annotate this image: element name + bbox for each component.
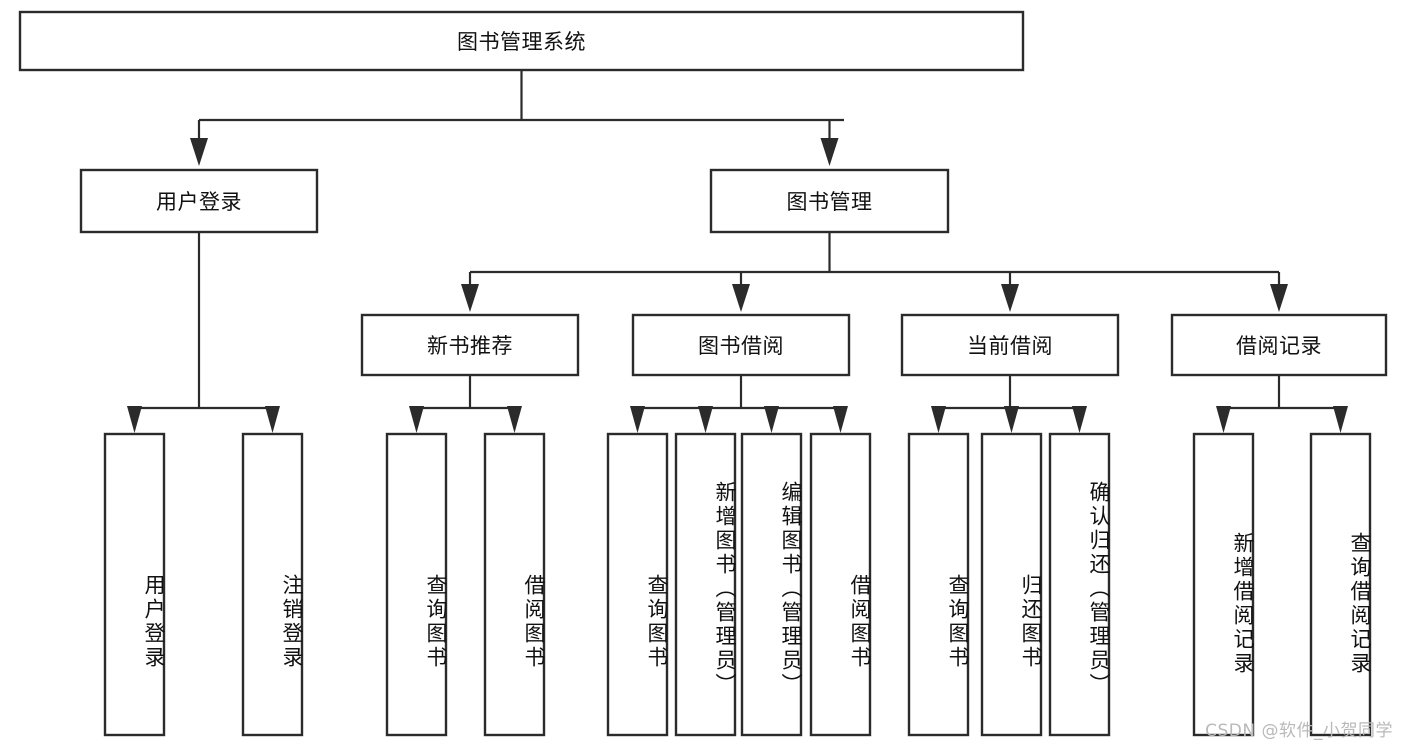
node-box-leaf-add-book[interactable] (674, 432, 737, 737)
arrowhead-book-borrow (732, 284, 750, 312)
arrowhead-leaf-query-record (1333, 406, 1348, 433)
arrowhead-new-book-recommend (461, 284, 479, 312)
node-box-leaf-query-book-cur[interactable] (907, 432, 970, 737)
arrowhead-leaf-edit-book (764, 406, 779, 433)
node-box-new-book-recommend[interactable] (360, 313, 580, 377)
arrowhead-leaf-borrow-book (833, 406, 848, 433)
node-box-leaf-user-login[interactable] (103, 432, 166, 737)
node-box-leaf-logout[interactable] (241, 432, 304, 737)
node-box-leaf-borrow-book-rec[interactable] (483, 432, 546, 737)
node-box-user-login[interactable] (79, 168, 319, 234)
arrowhead-leaf-confirm-return (1072, 406, 1087, 433)
arrowhead-user-login (190, 138, 208, 166)
connector-group-current-borrow (931, 375, 1087, 433)
arrowhead-leaf-return-book (1004, 406, 1019, 433)
arrowhead-current-borrow (1001, 284, 1019, 312)
arrowhead-leaf-user-login (127, 406, 142, 433)
arrowhead-borrow-record (1270, 284, 1288, 312)
node-box-leaf-query-record[interactable] (1309, 432, 1372, 737)
arrowhead-leaf-add-book (698, 406, 713, 433)
node-box-leaf-confirm-return[interactable] (1048, 432, 1111, 737)
connector-group-user-login (127, 232, 280, 433)
connector-group-book-manage (461, 232, 1288, 312)
arrowhead-leaf-logout (265, 406, 280, 433)
node-box-leaf-return-book[interactable] (980, 432, 1043, 737)
connector-group-root (190, 70, 844, 166)
connector-group-new-book-recommend (409, 375, 522, 433)
node-box-borrow-record[interactable] (1170, 313, 1388, 377)
connector-group-borrow-record (1216, 375, 1348, 433)
node-box-current-borrow[interactable] (900, 313, 1120, 377)
node-box-leaf-query-book-borrow[interactable] (606, 432, 669, 737)
arrowhead-leaf-query-book-cur (931, 406, 946, 433)
arrowhead-leaf-query-book-borrow (630, 406, 645, 433)
node-box-leaf-add-record[interactable] (1192, 432, 1255, 737)
node-box-root[interactable] (18, 10, 1025, 72)
node-box-leaf-query-book-rec[interactable] (385, 432, 448, 737)
connector-group-book-borrow (630, 375, 848, 433)
node-box-leaf-borrow-book[interactable] (809, 432, 872, 737)
arrowhead-book-manage (820, 138, 839, 166)
node-box-book-borrow[interactable] (631, 313, 851, 377)
node-box-leaf-edit-book[interactable] (740, 432, 803, 737)
arrowhead-leaf-borrow-book-rec (507, 406, 522, 433)
arrowhead-leaf-add-record (1216, 406, 1231, 433)
arrowhead-leaf-query-book-rec (409, 406, 424, 433)
node-box-book-manage[interactable] (709, 168, 950, 234)
